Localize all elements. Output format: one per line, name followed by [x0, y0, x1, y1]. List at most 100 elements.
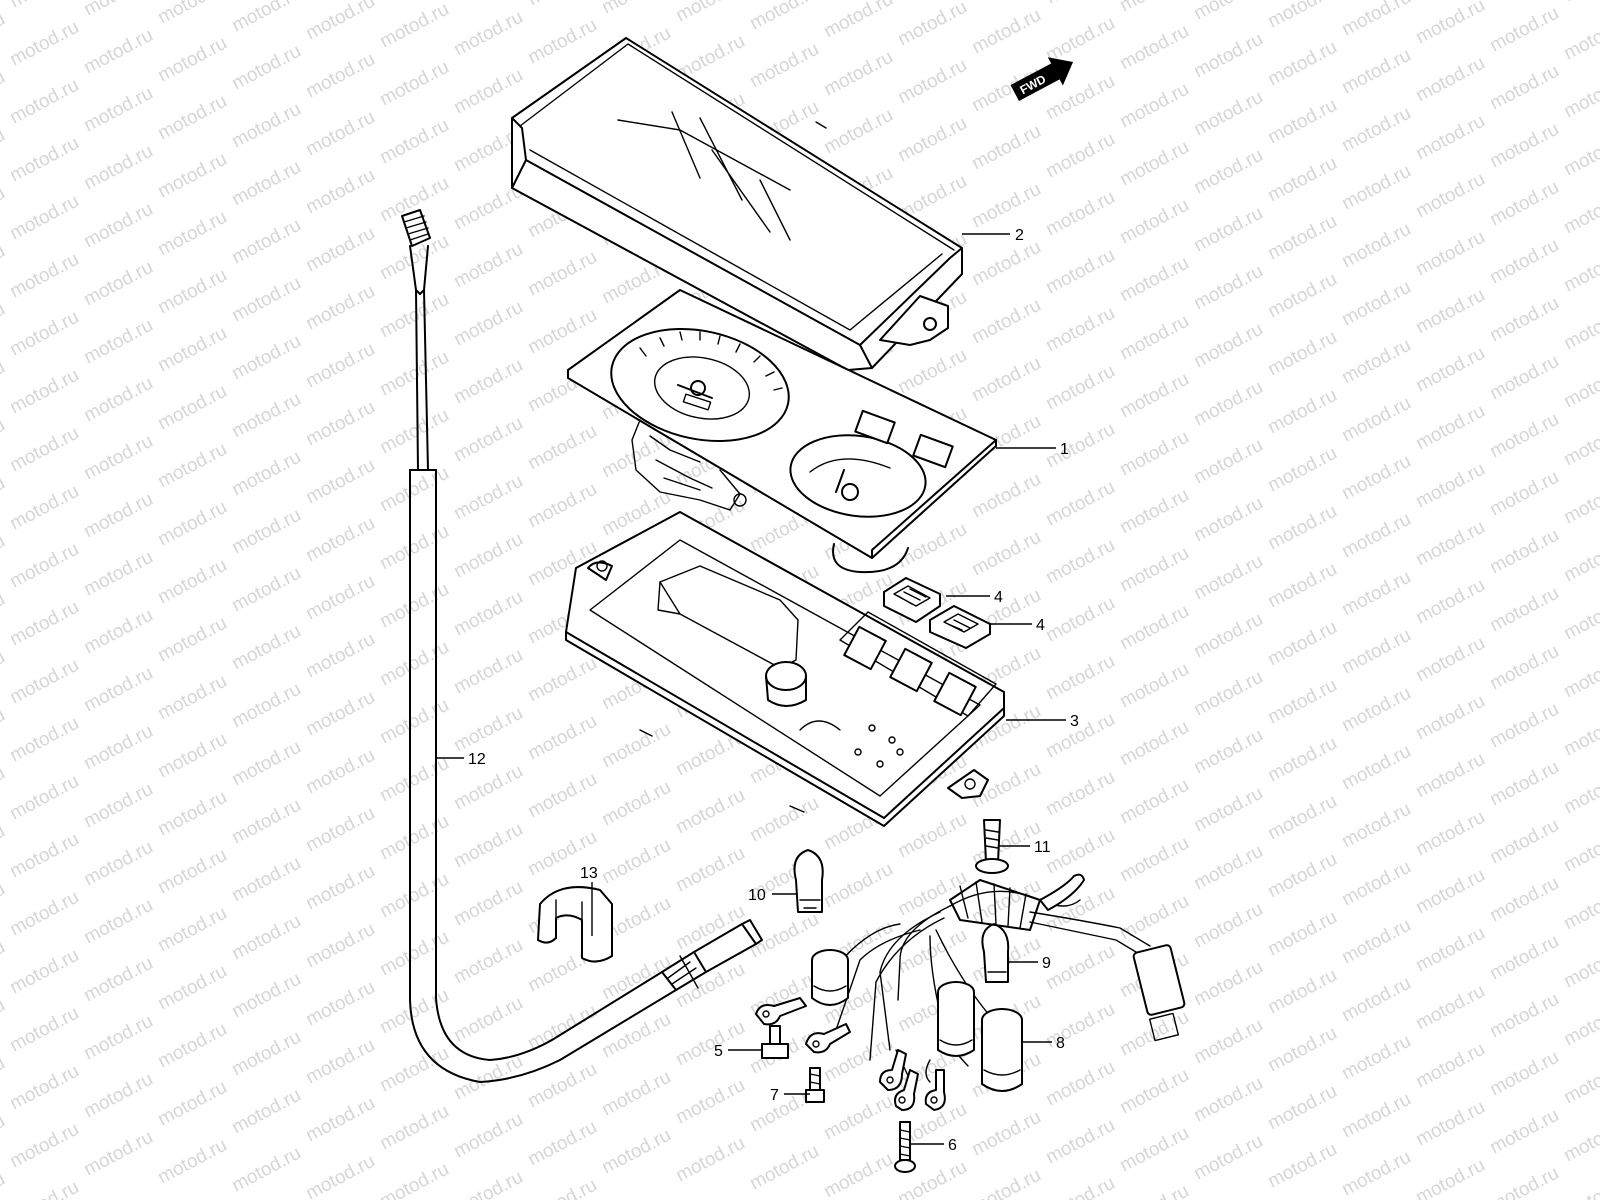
watermark-text: motod.ru [1042, 999, 1118, 1053]
watermark-text: motod.ru [376, 927, 452, 981]
watermark-text: motod.ru [1560, 1055, 1600, 1109]
watermark-text: motod.ru [80, 373, 156, 427]
watermark-text: motod.ru [1560, 881, 1600, 935]
watermark-text: motod.ru [1042, 303, 1118, 357]
watermark-text: motod.ru [524, 1117, 600, 1171]
watermark-text: motod.ru [1338, 451, 1414, 505]
watermark-text: motod.ru [1116, 369, 1192, 423]
watermark-text: motod.ru [746, 1141, 822, 1195]
watermark-text: motod.ru [1338, 915, 1414, 969]
watermark-text: motod.ru [968, 1165, 1044, 1200]
watermark-text: motod.ru [1560, 69, 1600, 123]
watermark-text: motod.ru [1412, 865, 1488, 919]
watermark-text: motod.ru [6, 133, 82, 187]
watermark-text: motod.ru [1338, 161, 1414, 215]
watermark-text: motod.ru [820, 0, 896, 42]
watermark-text: motod.ru [376, 405, 452, 459]
watermark-text: motod.ru [820, 1149, 896, 1200]
watermark-text: motod.ru [450, 297, 526, 351]
watermark-text: motod.ru [80, 141, 156, 195]
watermark-text: motod.ru [746, 793, 822, 847]
watermark-text: motod.ru [1264, 965, 1340, 1019]
watermark-text: motod.ru [228, 853, 304, 907]
watermark-text: motod.ru [1560, 475, 1600, 529]
watermark-text: motod.ru [1338, 103, 1414, 157]
watermark-text: motod.ru [1412, 111, 1488, 165]
watermark-text: motod.ru [154, 149, 230, 203]
watermark-text: motod.ru [450, 761, 526, 815]
watermark-text: motod.ru [228, 273, 304, 327]
watermark-text: motod.ru [1264, 443, 1340, 497]
watermark-text: motod.ru [1042, 245, 1118, 299]
watermark-text: motod.ru [1486, 641, 1562, 695]
watermark-text: motod.ru [302, 803, 378, 857]
watermark-text: motod.ru [524, 1175, 600, 1200]
cable-clamp [537, 886, 613, 963]
watermark-text: motod.ru [1116, 833, 1192, 887]
watermark-text: motod.ru [1264, 1081, 1340, 1135]
watermark-text: motod.ru [80, 605, 156, 659]
watermark-text: motod.ru [6, 249, 82, 303]
watermark-text: motod.ru [228, 157, 304, 211]
watermark-text: motod.ru [302, 223, 378, 277]
watermark-text: motod.ru [1486, 1163, 1562, 1200]
watermark-text: motod.ru [524, 479, 600, 533]
watermark-text: motod.ru [6, 655, 82, 709]
watermark-text: motod.ru [1264, 501, 1340, 555]
watermark-text: motod.ru [80, 199, 156, 253]
watermark-text: motod.ru [1412, 981, 1488, 1035]
watermark-text: motod.ru [1190, 261, 1266, 315]
watermark-text: motod.ru [1560, 707, 1600, 761]
watermark-text: motod.ru [80, 431, 156, 485]
watermark-text: motod.ru [1338, 799, 1414, 853]
watermark-text: motod.ru [968, 237, 1044, 291]
watermark-text: motod.ru [1042, 709, 1118, 763]
watermark-text: motod.ru [1486, 3, 1562, 57]
watermark-text: motod.ru [524, 1001, 600, 1055]
callout-9: 9 [1042, 955, 1051, 972]
watermark-text: motod.ru [1486, 177, 1562, 231]
watermark-text: motod.ru [524, 711, 600, 765]
watermark-text: motod.ru [820, 105, 896, 159]
watermark-text: motod.ru [1486, 235, 1562, 289]
watermark-text: motod.ru [450, 703, 526, 757]
callout-12: 12 [468, 751, 486, 768]
indicator-lens-lower [929, 605, 991, 649]
watermark-text: motod.ru [80, 1011, 156, 1065]
watermark-text: motod.ru [672, 785, 748, 839]
watermark-text: motod.ru [968, 527, 1044, 581]
watermark-text: motod.ru [1486, 873, 1562, 927]
watermark-text: motod.ru [376, 753, 452, 807]
watermark-text: motod.ru [968, 5, 1044, 59]
watermark-text: motod.ru [376, 289, 452, 343]
bulb-9 [981, 923, 1010, 983]
watermark-text: motod.ru [1042, 767, 1118, 821]
watermark-text: motod.ru [968, 295, 1044, 349]
watermark-text: motod.ru [302, 861, 378, 915]
watermark-text: motod.ru [1264, 269, 1340, 323]
watermark-text: motod.ru [1338, 277, 1414, 331]
watermark-text: motod.ru [6, 1061, 82, 1115]
watermark-text: motod.ru [376, 0, 452, 52]
watermark-text: motod.ru [1412, 1155, 1488, 1200]
watermark-text: motod.ru [80, 489, 156, 543]
watermark-text: motod.ru [746, 909, 822, 963]
watermark-text: motod.ru [450, 65, 526, 119]
watermark-text: motod.ru [1264, 791, 1340, 845]
watermark-text: motod.ru [1042, 477, 1118, 531]
indicator-lens-upper [883, 577, 941, 623]
watermark-text: motod.ru [1560, 11, 1600, 65]
watermark-text: motod.ru [228, 41, 304, 95]
watermark-text: motod.ru [6, 829, 82, 883]
watermark-text: motod.ru [894, 0, 970, 50]
watermark-text: motod.ru [1190, 377, 1266, 431]
watermark-text: motod.ru [1560, 649, 1600, 703]
watermark-text: motod.ru [1560, 765, 1600, 819]
watermark-text: motod.ru [1338, 1031, 1414, 1085]
watermark-text: motod.ru [1338, 509, 1414, 563]
callout-1: 1 [1060, 441, 1069, 458]
watermark-text: motod.ru [820, 1091, 896, 1145]
callouts: 2 1 4 4 3 12 11 13 10 9 8 5 7 6 [468, 227, 1079, 1154]
watermark-text: motod.ru [1042, 1115, 1118, 1169]
watermark-text: motod.ru [1042, 535, 1118, 589]
